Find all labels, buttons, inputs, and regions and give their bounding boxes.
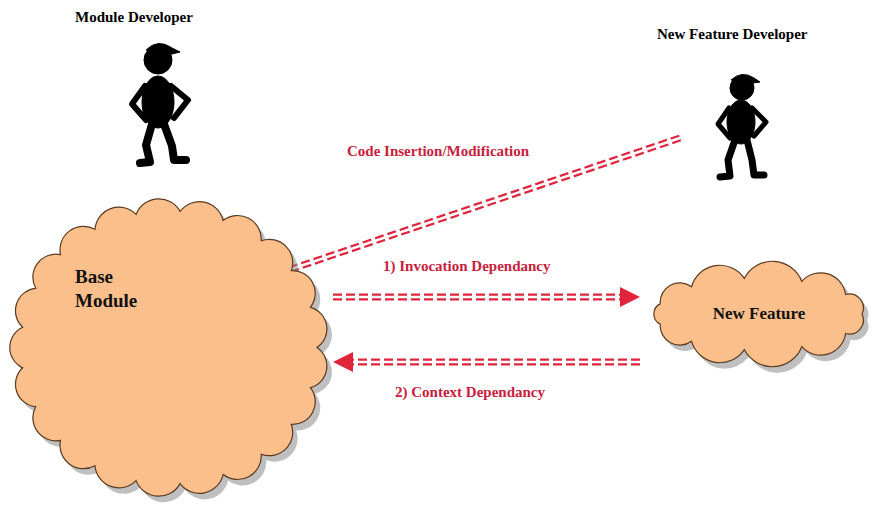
node-label: New Feature <box>713 303 806 324</box>
developer-figure <box>132 43 188 163</box>
cloud-outline <box>10 199 327 496</box>
dashed-line-core <box>333 296 624 299</box>
cloud-outline <box>654 261 864 366</box>
cloud-shape <box>5 195 333 500</box>
developer-figure <box>718 74 766 177</box>
arrow-label: Code Insertion/Modification <box>347 143 529 160</box>
dependency-arrow <box>333 352 640 372</box>
cloud-node: New Feature <box>640 262 878 366</box>
edge-label: 2) Context Dependancy <box>395 384 545 401</box>
cloud-node: Base Module <box>5 195 333 500</box>
dependency-arrow <box>333 287 640 307</box>
edge-label: 1) Invocation Dependancy <box>383 258 551 275</box>
arrow-head <box>620 287 640 307</box>
figure-label: Module Developer <box>75 9 193 26</box>
dashed-line <box>349 359 640 366</box>
node-label: Base Module <box>75 265 165 313</box>
dashed-line-core <box>349 361 640 364</box>
arrow-head <box>333 352 353 372</box>
figure-label: New Feature Developer <box>657 26 808 43</box>
dashed-line <box>333 294 624 301</box>
